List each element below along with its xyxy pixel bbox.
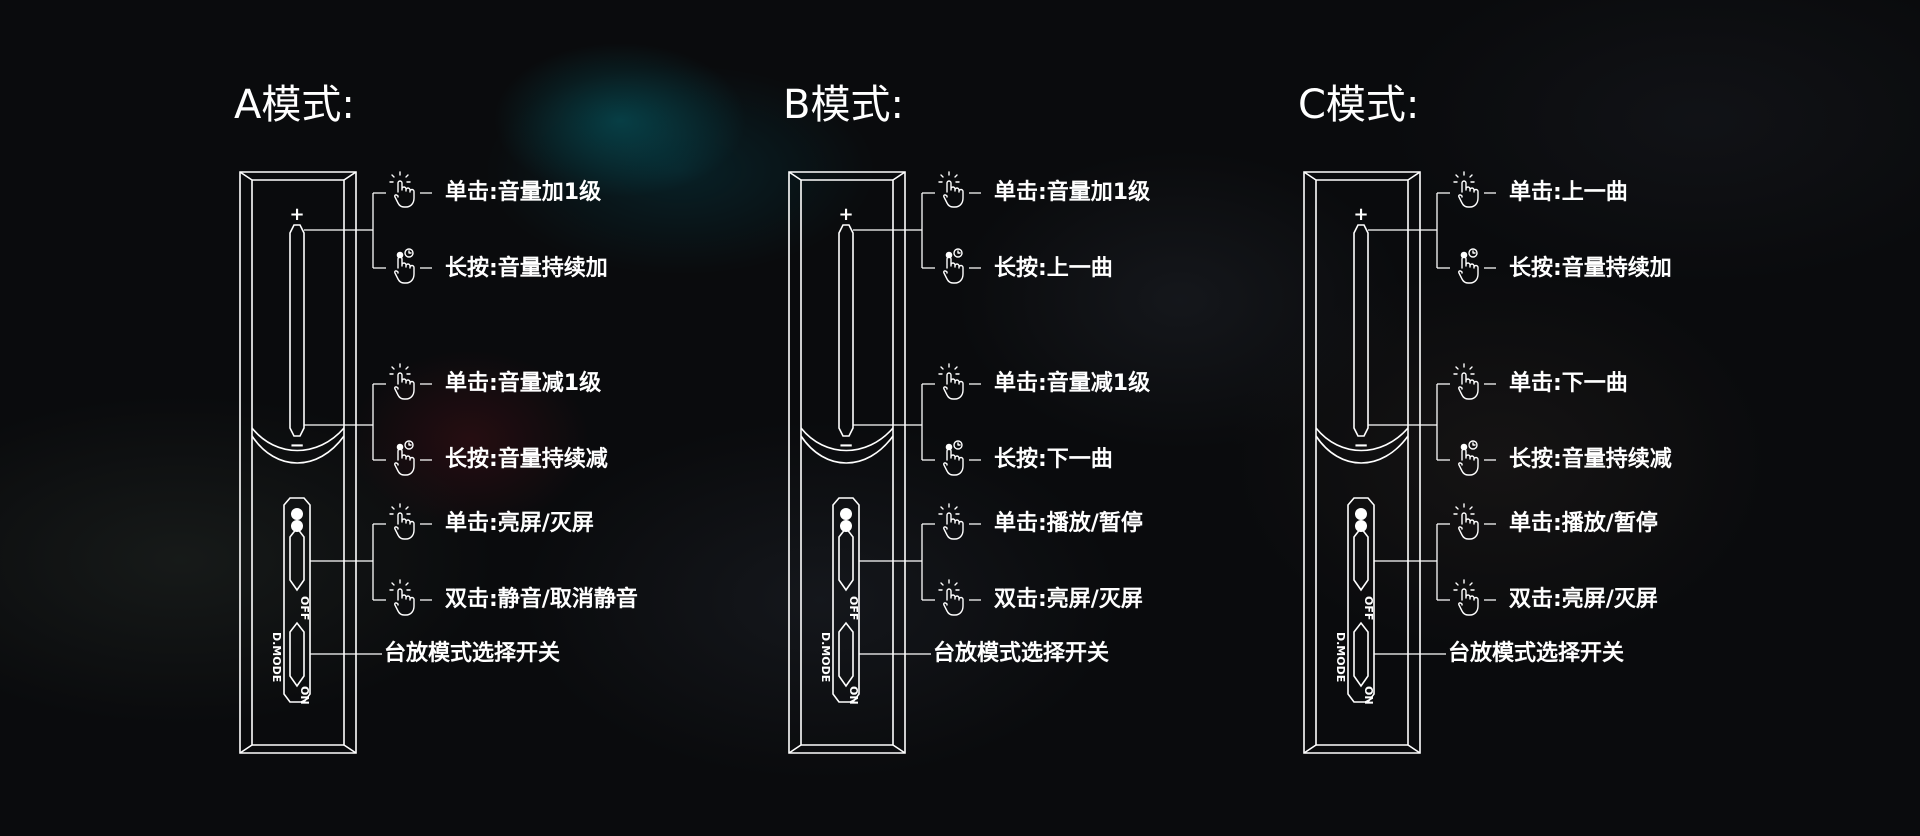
vol-down-click-label: 单击:下一曲 <box>1509 371 1628 396</box>
vol-down-click-label: 单击:音量减1级 <box>994 371 1151 396</box>
leader-lines <box>1368 192 1496 655</box>
device-outline <box>1303 171 1421 754</box>
vol-up-click-label: 单击:上一曲 <box>1509 180 1628 205</box>
vol-up-click-label: 单击:音量加1级 <box>445 180 602 205</box>
vol-down-hold-label: 长按:音量持续减 <box>445 447 608 472</box>
device-outline <box>239 171 357 754</box>
dmode-label: D.MODE <box>819 632 832 682</box>
mode-title: C模式: <box>1298 82 1420 128</box>
vol-up-click-label: 单击:音量加1级 <box>994 180 1151 205</box>
on-label: ON <box>847 686 860 705</box>
button-dot-icon <box>1355 508 1367 520</box>
mid-click-label: 单击:亮屏/灭屏 <box>445 511 594 536</box>
vol-down-click-label: 单击:音量减1级 <box>445 371 602 396</box>
switch-label: 台放模式选择开关 <box>384 641 561 666</box>
button-dot-icon <box>291 520 303 532</box>
plus-symbol: + <box>838 204 853 225</box>
leader-lines <box>853 192 981 655</box>
double-tap-gesture-icon <box>938 579 964 616</box>
long-press-gesture-icon <box>943 248 964 284</box>
mode-title: B模式: <box>783 82 904 128</box>
tap-gesture-icon <box>389 171 415 208</box>
tap-gesture-icon <box>1453 363 1479 400</box>
mid-double-label: 双击:亮屏/灭屏 <box>1509 587 1658 612</box>
button-dot-icon <box>1355 520 1367 532</box>
plus-symbol: + <box>1353 204 1368 225</box>
vol-up-hold-label: 长按:上一曲 <box>994 256 1113 281</box>
long-press-gesture-icon <box>1458 248 1479 284</box>
device-diagram: + − OFF ON D.MODE <box>1303 171 1496 754</box>
tap-gesture-icon <box>389 503 415 540</box>
mode-title: A模式: <box>234 82 355 128</box>
double-tap-gesture-icon <box>1453 579 1479 616</box>
mode-b-panel: B模式: <box>783 0 1383 836</box>
plus-symbol: + <box>289 204 304 225</box>
tap-gesture-icon <box>938 171 964 208</box>
vol-down-hold-label: 长按:下一曲 <box>994 447 1113 472</box>
device-outline <box>788 171 906 754</box>
tap-gesture-icon <box>1453 503 1479 540</box>
tap-gesture-icon <box>938 363 964 400</box>
mid-double-label: 双击:静音/取消静音 <box>445 587 638 612</box>
mid-click-label: 单击:播放/暂停 <box>1509 511 1658 536</box>
switch-label: 台放模式选择开关 <box>933 641 1110 666</box>
button-dot-icon <box>840 508 852 520</box>
leader-lines <box>304 192 432 655</box>
device-diagram: + − OFF ON D.MODE <box>788 171 981 754</box>
button-dot-icon <box>840 520 852 532</box>
vol-down-hold-label: 长按:音量持续减 <box>1509 447 1672 472</box>
tap-gesture-icon <box>389 363 415 400</box>
mode-a-panel: A模式: <box>234 0 834 836</box>
dmode-label: D.MODE <box>270 632 283 682</box>
vol-up-hold-label: 长按:音量持续加 <box>445 256 608 281</box>
off-label: OFF <box>298 596 311 620</box>
long-press-gesture-icon <box>1458 440 1479 476</box>
double-tap-gesture-icon <box>389 579 415 616</box>
mode-c-panel: C模式: <box>1298 0 1898 836</box>
on-label: ON <box>298 686 311 705</box>
long-press-gesture-icon <box>394 440 415 476</box>
off-label: OFF <box>1362 596 1375 620</box>
dmode-label: D.MODE <box>1334 632 1347 682</box>
tap-gesture-icon <box>938 503 964 540</box>
mid-click-label: 单击:播放/暂停 <box>994 511 1143 536</box>
minus-symbol: − <box>289 435 304 456</box>
minus-symbol: − <box>1353 435 1368 456</box>
long-press-gesture-icon <box>943 440 964 476</box>
vol-up-hold-label: 长按:音量持续加 <box>1509 256 1672 281</box>
tap-gesture-icon <box>1453 171 1479 208</box>
button-dot-icon <box>291 508 303 520</box>
mid-double-label: 双击:亮屏/灭屏 <box>994 587 1143 612</box>
switch-label: 台放模式选择开关 <box>1448 641 1625 666</box>
device-diagram: + − OFF ON D.MODE <box>239 171 432 754</box>
off-label: OFF <box>847 596 860 620</box>
minus-symbol: − <box>838 435 853 456</box>
long-press-gesture-icon <box>394 248 415 284</box>
on-label: ON <box>1362 686 1375 705</box>
